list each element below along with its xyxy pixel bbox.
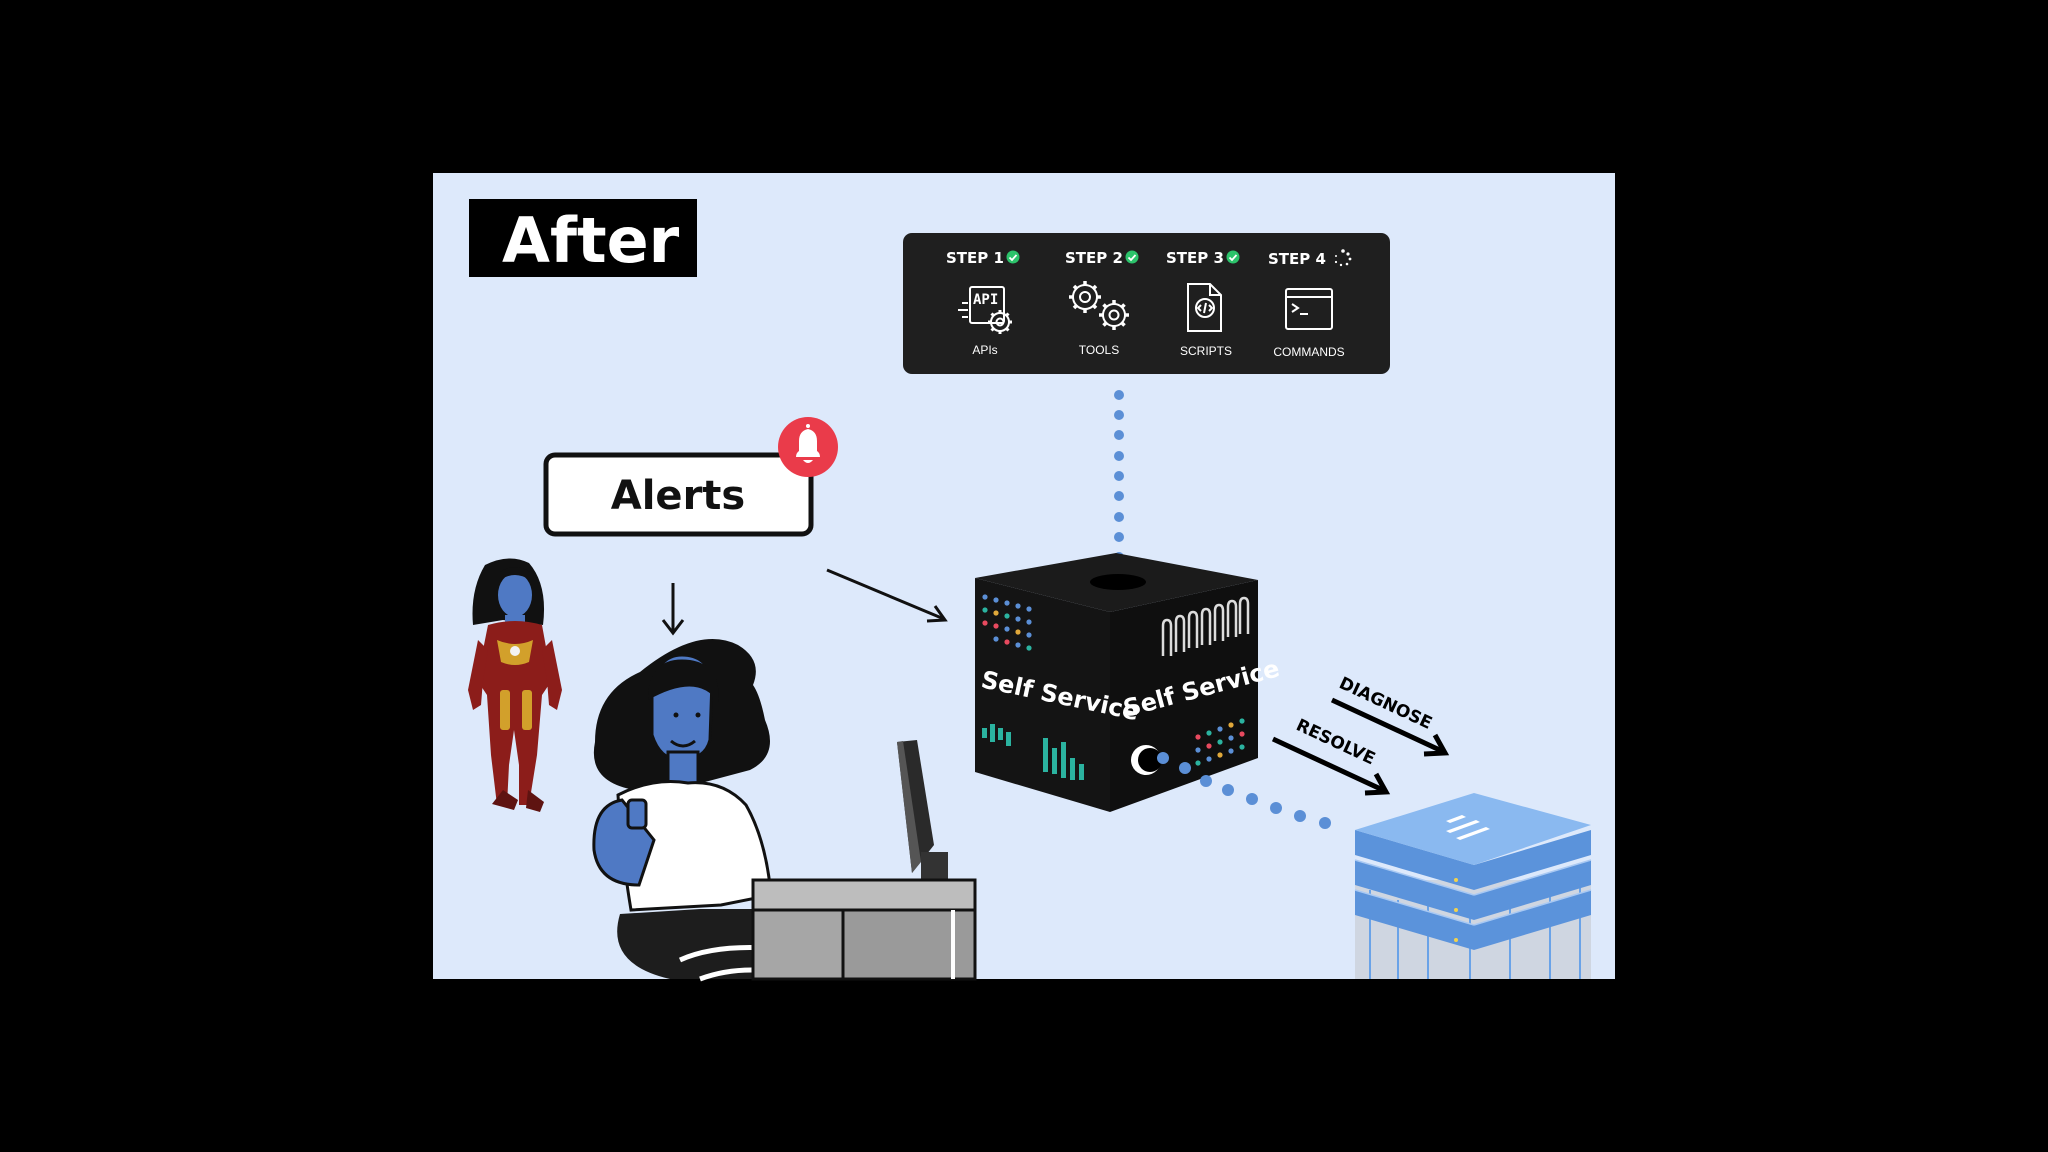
steps-panel: STEP 1: [903, 233, 1390, 374]
terminal-icon: [1285, 288, 1333, 330]
self-service-cube: Self Service Self Service: [975, 553, 1282, 812]
step-2: STEP 2: [1065, 249, 1139, 357]
step-4-label: STEP 4: [1268, 250, 1326, 268]
check-icon: [1226, 250, 1240, 264]
server-leds: [1454, 878, 1458, 942]
after-title: After: [502, 204, 680, 277]
step-1-label: STEP 1: [946, 249, 1004, 267]
step-3-label: STEP 3: [1166, 249, 1224, 267]
step-3: STEP 3 SCRIPTS: [1166, 249, 1240, 358]
api-text: API: [973, 292, 998, 308]
desk-monitor: [751, 740, 977, 981]
step-2-item: TOOLS: [1079, 343, 1119, 357]
step-4: STEP 4 COMMANDS: [1268, 249, 1352, 359]
step-4-item: COMMANDS: [1273, 345, 1344, 359]
alerts-box: Alerts: [543, 417, 838, 537]
step-1: STEP 1: [946, 249, 1020, 357]
alerts-label: Alerts: [611, 473, 745, 519]
cube-vent-lines: [1161, 596, 1250, 656]
loading-spinner-icon: [1334, 249, 1352, 267]
server-stack: [1354, 793, 1592, 979]
api-gear-icon: [958, 286, 1012, 334]
step-1-item: APIs: [972, 343, 997, 357]
arrow-to-cube: [826, 568, 948, 623]
cube-dot-grid: [982, 594, 1032, 651]
cube-port: [1131, 745, 1169, 775]
cube-right-dots: [1195, 718, 1245, 766]
superhero-figure: [468, 558, 562, 812]
check-icon: [1006, 250, 1020, 264]
person-figure: [592, 639, 830, 982]
after-label: After: [469, 199, 697, 277]
step-2-label: STEP 2: [1065, 249, 1123, 267]
dotted-connector-top: [1114, 390, 1124, 562]
cube-bars: [982, 724, 1084, 780]
server-logo-icon: [1446, 815, 1490, 840]
check-icon: [1125, 250, 1139, 264]
step-3-item: SCRIPTS: [1180, 344, 1232, 358]
bell-icon: [778, 417, 838, 477]
dotted-connector-bottom: [1179, 762, 1331, 829]
gears-icon: [1069, 281, 1129, 330]
code-file-icon: [1187, 283, 1222, 332]
arrow-down: [661, 583, 685, 636]
